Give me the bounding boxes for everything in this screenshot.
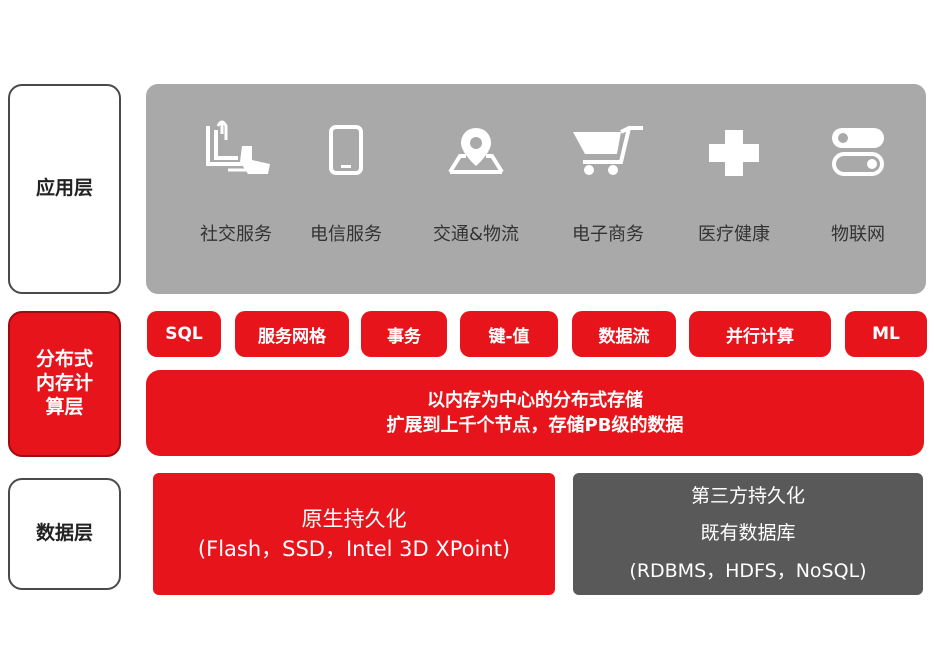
- third-party-persistence-title: 第三方持久化: [690, 485, 805, 508]
- social-document-icon: [198, 120, 274, 176]
- feature-pill-label: SQL: [165, 324, 203, 344]
- layer-label-data: 数据层: [8, 478, 121, 590]
- layer-label-compute-line3: 算层: [45, 395, 84, 418]
- shopping-cart-icon: [571, 120, 645, 176]
- app-label-telecom: 电信服务: [310, 224, 382, 245]
- feature-pill-label: ML: [872, 324, 900, 344]
- app-label-healthcare: 医疗健康: [698, 224, 770, 245]
- application-panel: 社交服务 电信服务 交通&物流: [146, 84, 926, 294]
- compute-bar-line1: 以内存为中心的分布式存储: [427, 389, 643, 411]
- compute-bar-line2: 扩展到上千个节点，存储PB级的数据: [386, 415, 684, 436]
- memory-centric-storage-bar: 以内存为中心的分布式存储 扩展到上千个节点，存储PB级的数据: [146, 370, 924, 456]
- feature-pill-ml: ML: [845, 311, 927, 357]
- feature-pill-key-value: 键-值: [460, 311, 558, 357]
- third-party-persistence-sub: 既有数据库: [700, 522, 796, 545]
- feature-pill-data-stream: 数据流: [572, 311, 676, 357]
- toggle-switch-icon: [830, 120, 886, 176]
- app-label-iot: 物联网: [831, 224, 885, 245]
- medical-cross-icon: [709, 120, 759, 176]
- app-item-telecom: 电信服务: [286, 84, 406, 294]
- feature-pill-label: 事务: [387, 326, 421, 347]
- feature-pill-label: 键-值: [488, 326, 530, 347]
- phone-icon: [328, 120, 364, 176]
- layer-label-compute-line2: 内存计: [35, 372, 93, 395]
- layer-label-compute-line1: 分布式: [35, 348, 93, 371]
- app-item-iot: 物联网: [798, 84, 918, 294]
- app-item-ecommerce: 电子商务: [548, 84, 668, 294]
- layer-label-app: 应用层: [8, 84, 121, 294]
- feature-pill-service-grid: 服务网格: [235, 311, 349, 357]
- feature-pill-parallel-compute: 并行计算: [689, 311, 831, 357]
- app-item-transport: 交通&物流: [416, 84, 536, 294]
- native-persistence-detail: (Flash，SSD，Intel 3D XPoint): [197, 537, 511, 561]
- app-label-transport: 交通&物流: [432, 224, 520, 245]
- feature-pill-sql: SQL: [147, 311, 221, 357]
- layer-label-app-text: 应用层: [35, 177, 93, 200]
- layer-label-compute: 分布式 内存计 算层: [8, 311, 121, 457]
- native-persistence-box: 原生持久化 (Flash，SSD，Intel 3D XPoint): [153, 473, 555, 595]
- feature-pill-label: 数据流: [598, 326, 650, 347]
- map-pin-icon: [446, 120, 506, 176]
- feature-pill-transaction: 事务: [361, 311, 447, 357]
- native-persistence-title: 原生持久化: [301, 506, 407, 531]
- app-label-social: 社交服务: [200, 224, 272, 245]
- feature-pill-label: 服务网格: [258, 326, 326, 347]
- feature-pill-label: 并行计算: [726, 326, 794, 347]
- layer-label-data-text: 数据层: [35, 522, 93, 545]
- third-party-persistence-box: 第三方持久化 既有数据库 (RDBMS，HDFS，NoSQL): [573, 473, 923, 595]
- app-item-healthcare: 医疗健康: [674, 84, 794, 294]
- app-item-social: 社交服务: [176, 84, 296, 294]
- app-label-ecommerce: 电子商务: [572, 224, 644, 245]
- third-party-persistence-detail: (RDBMS，HDFS，NoSQL): [629, 559, 867, 582]
